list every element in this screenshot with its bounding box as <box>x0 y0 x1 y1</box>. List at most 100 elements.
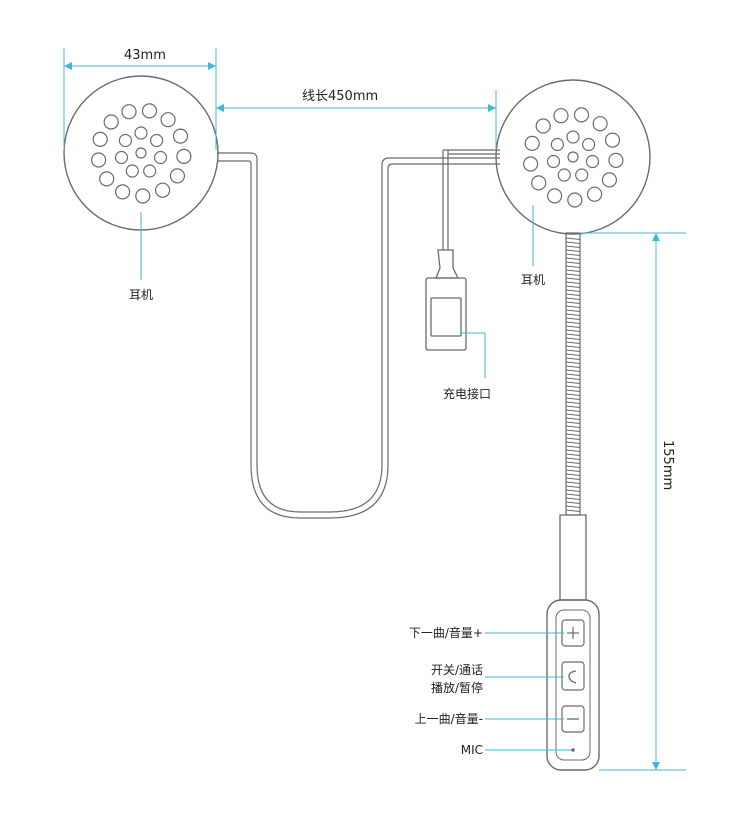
speaker-hole <box>103 114 119 130</box>
boom-rib <box>565 505 581 508</box>
boom-rib <box>565 429 581 432</box>
speaker-hole <box>567 151 579 163</box>
boom-rib <box>565 313 581 316</box>
boom-rib <box>565 461 581 464</box>
speaker-hole <box>143 164 157 178</box>
boom-rib <box>565 381 581 384</box>
speaker-hole <box>553 108 569 124</box>
volume-down-label: 上一曲/音量- <box>415 711 483 726</box>
connecting-cable <box>217 152 500 519</box>
boom-rib <box>565 473 581 476</box>
mic-length-label: 155mm <box>660 440 675 490</box>
boom-rib <box>565 261 581 264</box>
boom-rib <box>565 481 581 484</box>
speaker-hole <box>522 156 539 172</box>
boom-rib <box>565 249 581 252</box>
boom-rib <box>565 441 581 444</box>
boom-rib <box>565 325 581 328</box>
left-earphone-label: 耳机 <box>129 288 153 302</box>
charging-connector <box>425 249 467 351</box>
boom-rib <box>565 465 581 468</box>
width-dimension-label: 43mm <box>124 48 166 63</box>
boom-rib <box>565 449 581 452</box>
speaker-hole <box>531 175 547 191</box>
boom-rib <box>565 417 581 420</box>
boom-rib <box>565 389 581 392</box>
volume-up-label: 下一曲/音量+ <box>409 625 483 640</box>
boom-rib <box>565 265 581 268</box>
speaker-hole <box>135 188 151 204</box>
speaker-hole <box>135 147 147 159</box>
boom-rib <box>565 241 581 244</box>
boom-rib <box>565 485 581 488</box>
boom-rib <box>565 309 581 312</box>
boom-rib <box>565 293 581 296</box>
boom-rib <box>565 493 581 496</box>
dot-icon <box>571 748 575 752</box>
charging-cable <box>442 149 500 250</box>
boom-rib <box>565 269 581 272</box>
boom-rib <box>565 277 581 280</box>
boom-rib <box>565 489 581 492</box>
boom-rib <box>565 253 581 256</box>
speaker-hole <box>524 135 540 151</box>
boom-rib <box>565 289 581 292</box>
speaker-hole <box>535 118 551 134</box>
boom-rib <box>565 397 581 400</box>
speaker-hole <box>125 164 139 178</box>
left-earphone-callout: 耳机 <box>129 212 153 302</box>
right-earphone-label: 耳机 <box>521 273 545 287</box>
boom-rib <box>565 453 581 456</box>
left-earphone <box>63 75 219 231</box>
speaker-hole <box>575 168 589 182</box>
speaker-hole <box>546 154 561 169</box>
power-call-label-line1: 开关/通话 <box>431 663 483 677</box>
boom-rib <box>565 257 581 260</box>
speaker-hole <box>608 152 624 168</box>
mic-label: MIC <box>461 743 483 757</box>
charging-port-label: 充电接口 <box>443 386 491 401</box>
speaker-hole <box>134 126 148 140</box>
boom-rib <box>565 421 581 424</box>
boom-rib <box>565 301 581 304</box>
boom-rib <box>565 405 581 408</box>
boom-rib <box>565 237 581 240</box>
speaker-hole <box>604 132 621 148</box>
boom-rib <box>565 321 581 324</box>
boom-rib <box>565 297 581 300</box>
speaker-hole <box>601 172 618 188</box>
cable-length-label: 线长450mm <box>302 89 378 104</box>
boom-rib <box>565 497 581 500</box>
boom-rib <box>565 245 581 248</box>
boom-rib <box>565 433 581 436</box>
left-speaker-holes <box>90 103 192 204</box>
charging-port-callout: 充电接口 <box>443 332 491 401</box>
mic-length-dimension: 155mm <box>580 232 686 771</box>
speaker-hole <box>566 130 580 144</box>
boom-rib <box>565 445 581 448</box>
boom-rib <box>565 509 581 512</box>
boom-ribs <box>565 237 581 512</box>
speaker-hole <box>155 182 171 198</box>
boom-rib <box>565 457 581 460</box>
speaker-hole <box>92 131 108 147</box>
volume-down-button[interactable] <box>561 705 585 733</box>
volume-up-button[interactable] <box>561 619 585 647</box>
speaker-hole <box>581 137 596 152</box>
boom-rib <box>565 341 581 344</box>
speaker-hole <box>114 184 131 200</box>
plus-icon <box>567 627 579 639</box>
speaker-hole <box>546 188 563 204</box>
boom-rib <box>565 501 581 504</box>
boom-rib <box>565 437 581 440</box>
speaker-hole <box>160 112 176 128</box>
boom-rib <box>565 413 581 416</box>
speaker-hole <box>172 128 189 144</box>
boom-rib <box>565 373 581 376</box>
right-speaker-holes <box>522 107 624 208</box>
boom-rib <box>565 337 581 340</box>
boom-rib <box>565 361 581 364</box>
cable-length-dimension: 线长450mm <box>215 89 497 150</box>
call-button[interactable] <box>561 661 585 691</box>
boom-rib <box>565 281 581 284</box>
